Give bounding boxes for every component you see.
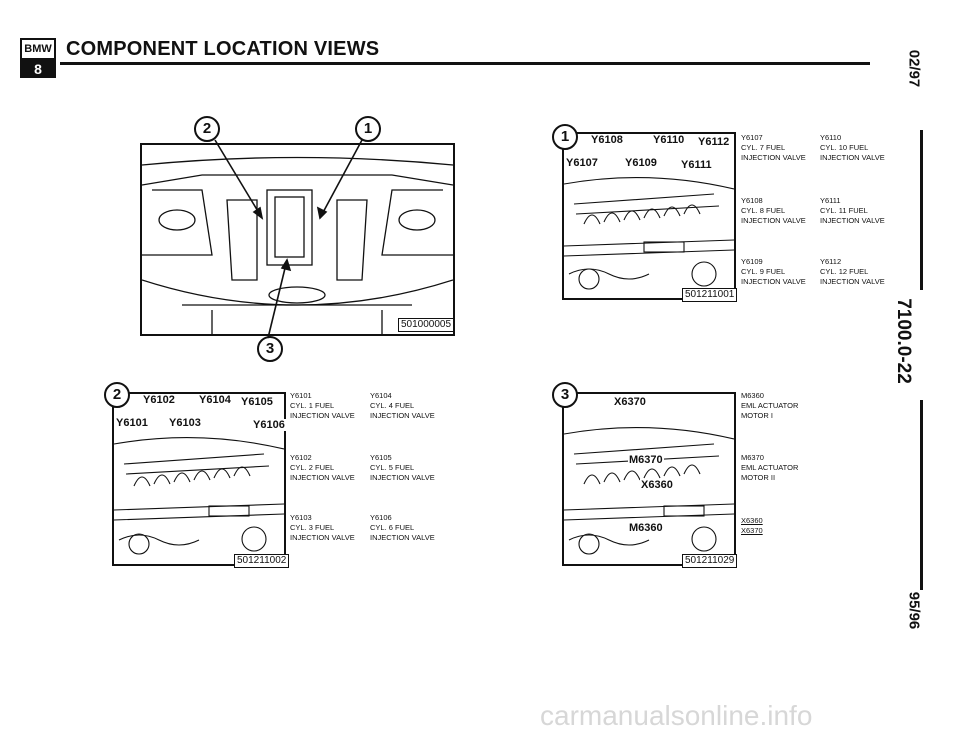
fig2-tag-y6105: Y6105 [240, 396, 274, 408]
fig2-tag-y6102: Y6102 [142, 394, 176, 406]
logo-brand: BMW [22, 40, 54, 60]
fig2-figure-id: 501211002 [234, 554, 290, 568]
logo-series: 8 [22, 60, 54, 77]
page-title: COMPONENT LOCATION VIEWS [66, 38, 380, 60]
side-rule-top [920, 130, 923, 290]
fig2-tag-y6103: Y6103 [168, 417, 202, 429]
side-date-top: 02/97 [905, 49, 923, 88]
fig1-drawing [564, 177, 734, 290]
fig3-drawing [564, 427, 734, 555]
fig1-callout: 1 [552, 124, 578, 150]
callout-2: 2 [194, 116, 220, 142]
fig1-tag-y6109: Y6109 [624, 157, 658, 169]
fig1-tag-y6108: Y6108 [590, 134, 624, 146]
fig2-drawing [114, 437, 284, 555]
fig1-tag-y6111: Y6111 [680, 159, 713, 171]
fig1-figure-id: 501211001 [682, 288, 738, 302]
fig2-tag-y6104: Y6104 [198, 394, 232, 406]
fig1-tag-y6110: Y6110 [652, 134, 686, 146]
fig2-tag-y6101: Y6101 [115, 417, 149, 429]
callout-1: 1 [355, 116, 381, 142]
fig1-tag-y6112: Y6112 [697, 136, 731, 148]
fig3-callout: 3 [552, 382, 578, 408]
side-date-bottom: 95/96 [905, 591, 923, 630]
callout-3: 3 [257, 336, 283, 362]
connector-x6370: X6370 [741, 526, 763, 535]
fig3-tag-x6370: X6370 [613, 396, 647, 408]
fig2-tag-y6106: Y6106 [252, 419, 286, 431]
side-section-code: 7100.0-22 [892, 298, 914, 384]
engine-bay-figure [140, 143, 455, 336]
fig1-tag-y6107: Y6107 [565, 157, 599, 169]
fig3-tag-x6360: X6360 [640, 479, 674, 491]
side-rule-bottom [920, 400, 923, 590]
bmw-logo: BMW 8 [20, 38, 56, 78]
header-rule [60, 62, 870, 65]
fig3-figure-id: 501211029 [682, 554, 738, 568]
watermark: carmanualsonline.info [540, 700, 813, 731]
engine-bay-figure-id: 501000005 [398, 318, 455, 332]
engine-bay-leader-lines [214, 139, 363, 339]
fig3-tag-m6370: M6370 [628, 454, 664, 466]
engine-bay-drawing [142, 156, 453, 334]
fig3-tag-m6360: M6360 [628, 522, 664, 534]
connector-x6360: X6360 [741, 516, 763, 525]
fig2-callout: 2 [104, 382, 130, 408]
